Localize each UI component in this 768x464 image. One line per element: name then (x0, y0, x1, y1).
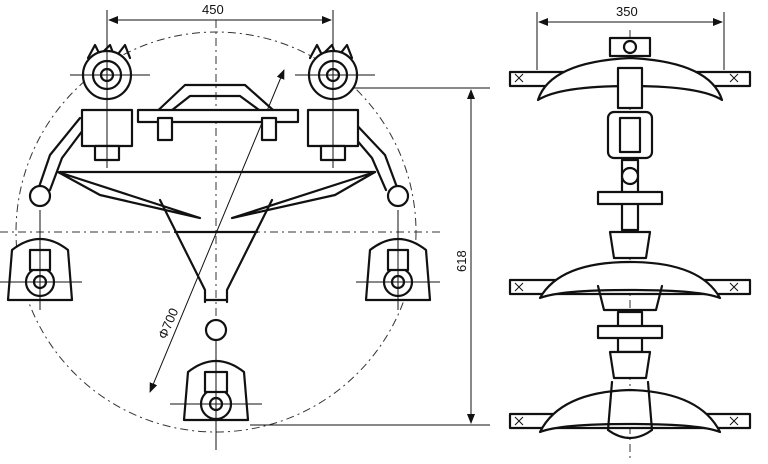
dimension-618: 618 (250, 87, 490, 426)
link-bottom (204, 318, 228, 342)
clamp-bottom (170, 340, 262, 450)
side-chain (596, 110, 664, 232)
side-view: 350 (508, 4, 752, 460)
front-view: 450 618 Φ700 (0, 2, 490, 450)
dimension-350-label: 350 (616, 4, 638, 19)
clamp-top-right (295, 40, 375, 168)
clamp-right (356, 210, 440, 310)
dimension-618-label: 618 (454, 250, 469, 272)
diameter-label: Φ700 (155, 306, 181, 341)
side-clamp-bottom (538, 350, 722, 440)
conductor-marks (514, 73, 739, 426)
side-clamp-top (536, 36, 724, 110)
clamp-left (0, 210, 82, 310)
dimension-350: 350 (536, 4, 725, 70)
side-clamp-middle (538, 230, 722, 354)
link-right (386, 184, 410, 208)
dimension-450-label: 450 (202, 2, 224, 17)
clamp-top-left (70, 40, 150, 168)
link-left (28, 184, 52, 208)
dimension-450: 450 (106, 2, 334, 70)
